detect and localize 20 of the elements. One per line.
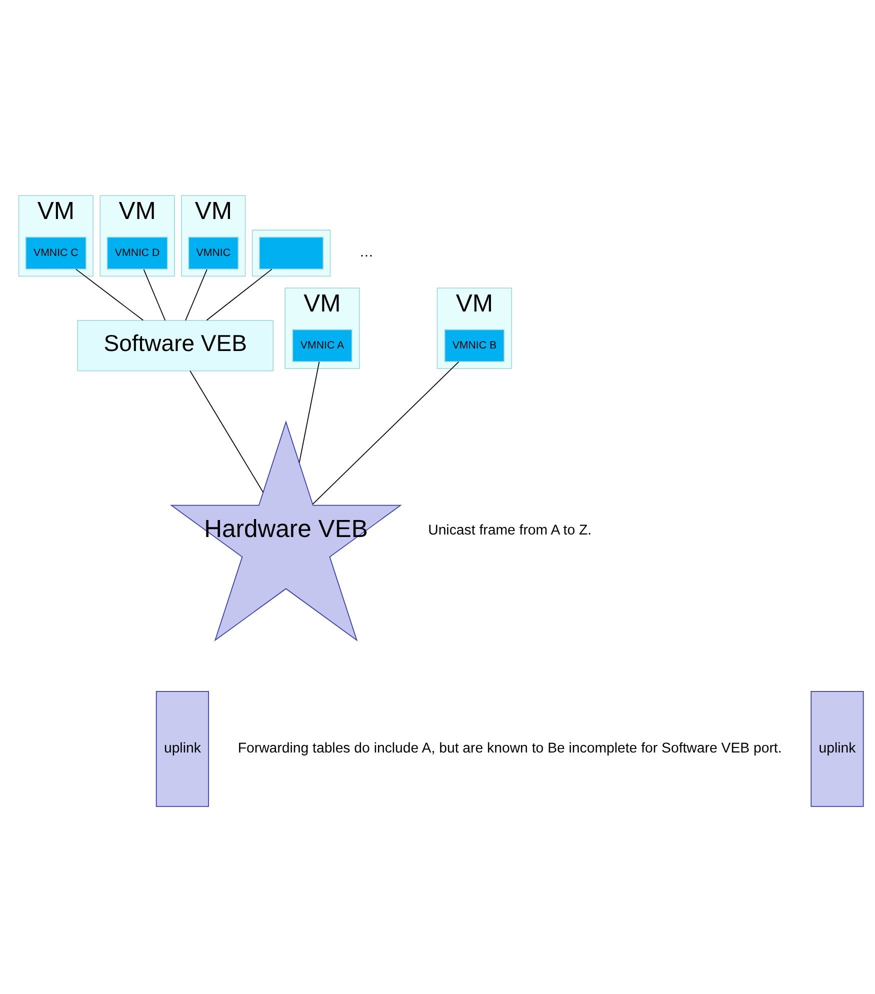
node-box: [258, 236, 324, 269]
node-box: VMNIC C: [25, 236, 86, 269]
connector: [298, 360, 320, 463]
connector: [190, 370, 264, 492]
node-box: uplink: [810, 690, 864, 806]
connector: [206, 268, 272, 320]
label: Unicast frame from A to Z.: [428, 520, 592, 537]
node-box: VMNIC: [188, 236, 239, 269]
node-box: VMNIC A: [292, 328, 352, 362]
label: Forwarding tables do include A, but are known to Be incomplete for Software VEB port.: [238, 738, 782, 755]
label: …: [359, 242, 374, 259]
connector: [143, 268, 166, 320]
connector: [75, 268, 144, 320]
node-box: Software VEB: [77, 319, 274, 371]
node-box: uplink: [156, 690, 209, 806]
node-box: VMNIC D: [106, 236, 168, 269]
connector: [185, 268, 208, 320]
connector: [312, 360, 460, 504]
node-box: VMNIC B: [444, 328, 505, 362]
cluster: [252, 229, 331, 276]
